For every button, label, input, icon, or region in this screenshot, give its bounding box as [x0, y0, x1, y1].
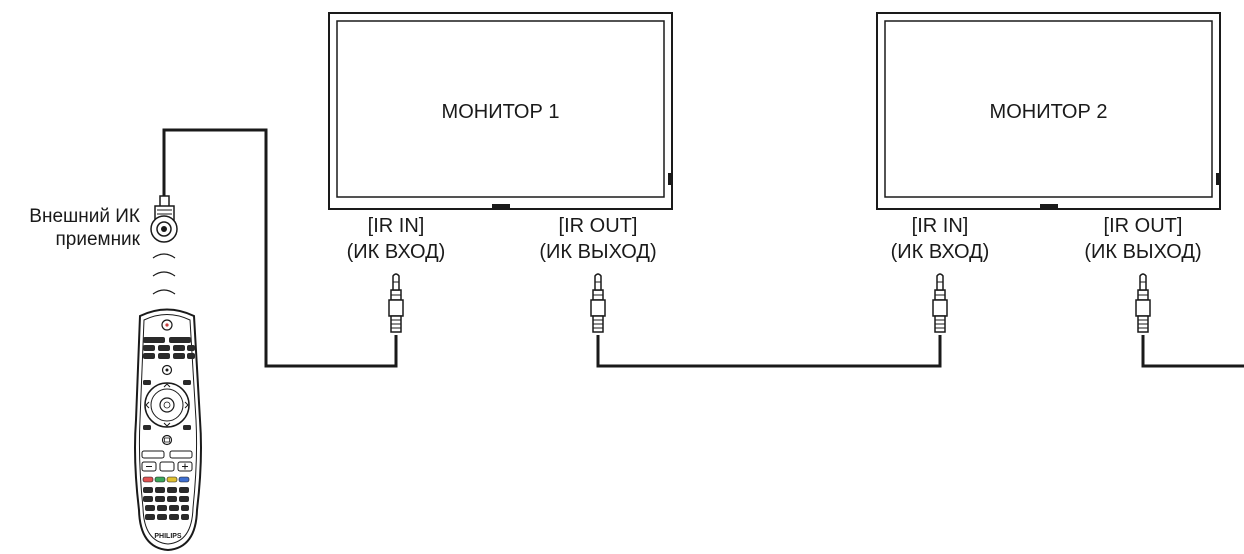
cable-monitor2-out — [1141, 335, 1244, 368]
remote-top-buttons — [143, 337, 195, 359]
monitor-1-logo-plate — [492, 204, 510, 209]
monitor-2-logo-plate — [1040, 204, 1058, 209]
monitor-1-ir-out-label: [IR OUT] — [558, 215, 638, 237]
receiver-label-line2: приемник — [55, 229, 140, 250]
monitor-1-ir-in-ru-label: (ИК ВХОД) — [346, 241, 446, 263]
external-ir-receiver — [150, 195, 178, 243]
monitor-2-ir-out-ru-label: (ИК ВЫХОД) — [1084, 241, 1202, 263]
plug-monitor2-ir-out — [1135, 273, 1151, 333]
monitor-1-ir-out-ru-label: (ИК ВЫХОД) — [539, 241, 657, 263]
cables — [162, 128, 1244, 368]
plug-monitor1-ir-in — [388, 273, 404, 333]
remote-list-button — [161, 434, 173, 446]
plug-monitor1-ir-out — [590, 273, 606, 333]
monitor-2-ir-out-label: [IR OUT] — [1103, 215, 1183, 237]
monitor-2-ir-in-label: [IR IN] — [911, 215, 969, 237]
remote-control: PHILIPS — [134, 308, 202, 552]
remote-brand-label: PHILIPS — [154, 533, 182, 540]
receiver-label-line1: Внешний ИК — [29, 206, 140, 227]
monitor-1-title: МОНИТОР 1 — [441, 101, 560, 123]
remote-volume-buttons — [141, 450, 193, 472]
ir-signal-waves — [152, 253, 176, 295]
monitor-2-side-button — [1216, 173, 1220, 185]
monitor-1-ir-in-label: [IR IN] — [367, 215, 425, 237]
plug-monitor2-ir-in — [932, 273, 948, 333]
monitor-2-ir-in-ru-label: (ИК ВХОД) — [890, 241, 990, 263]
remote-color-buttons — [142, 476, 190, 483]
cable-receiver-to-monitor1 — [162, 128, 398, 368]
monitor-2-title: МОНИТОР 2 — [989, 101, 1108, 123]
remote-nav-pad — [143, 380, 191, 430]
cable-monitor1-to-monitor2 — [596, 335, 942, 368]
remote-number-pad — [143, 487, 189, 520]
monitor-1 — [328, 12, 673, 210]
monitor-2 — [876, 12, 1221, 210]
monitor-1-side-button — [668, 173, 672, 185]
